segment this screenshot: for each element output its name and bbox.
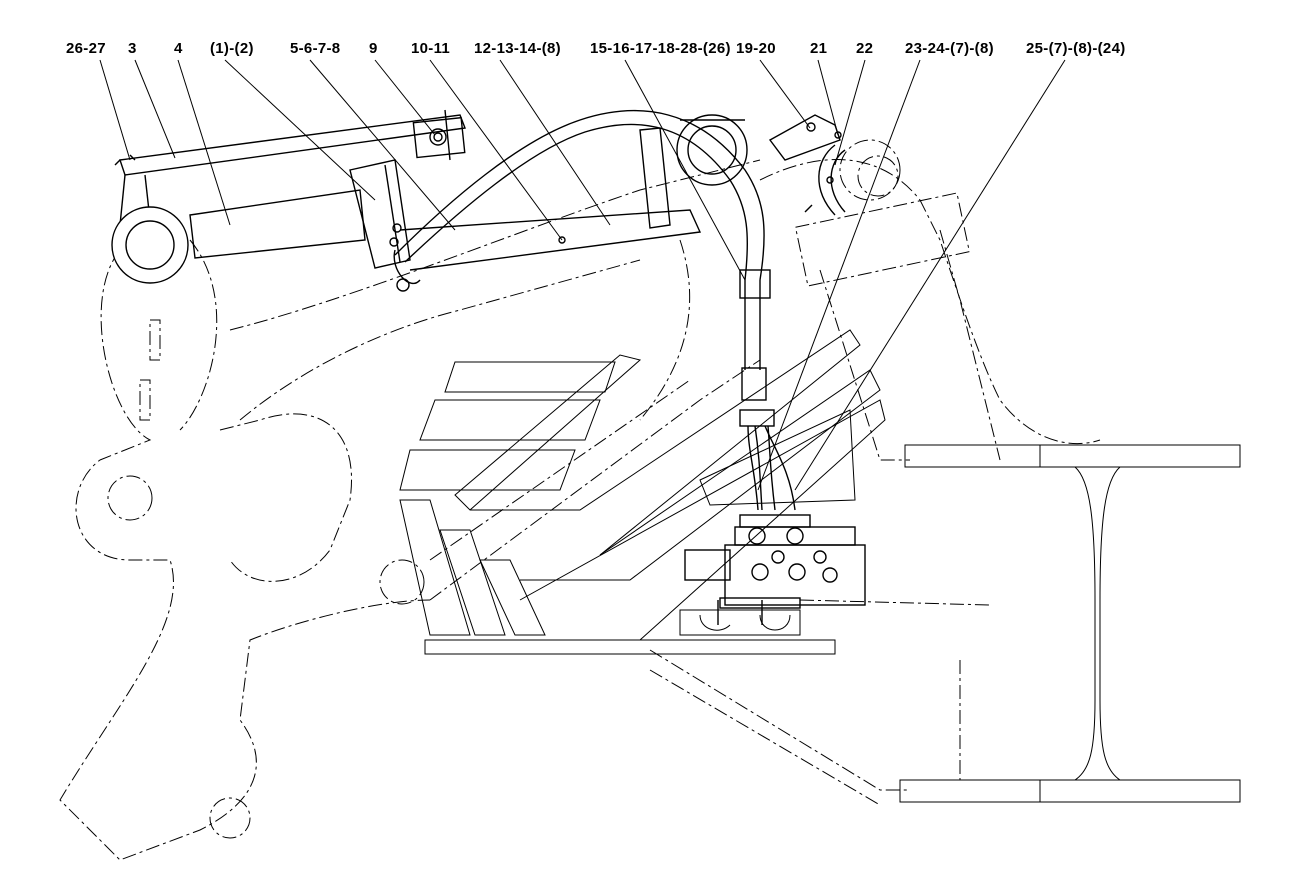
callout-26-27: 26-27 [66, 40, 106, 57]
hydraulic-hoses [394, 110, 796, 511]
callout-22: 22 [856, 40, 873, 57]
callout-12-13-14-8: 12-13-14-(8) [474, 40, 561, 57]
callout-4: 4 [174, 40, 183, 57]
callout-19-20: 19-20 [736, 40, 776, 57]
bracket-assembly [768, 114, 846, 216]
callout-10-11: 10-11 [411, 40, 450, 57]
leader-lines [99, 59, 1066, 491]
callout-labels: 26-27 3 4 (1)-(2) 5-6-7-8 9 10-11 12-13-… [66, 40, 1126, 57]
callout-1-2: (1)-(2) [210, 40, 254, 57]
chevron-plates [399, 329, 886, 641]
callout-9: 9 [369, 40, 378, 57]
frame-beam [794, 192, 1241, 803]
callout-15-16-17-18-28-26: 15-16-17-18-28-(26) [590, 40, 731, 57]
callout-3: 3 [128, 40, 137, 57]
callout-25-7-8-24: 25-(7)-(8)-(24) [1026, 40, 1126, 57]
callout-5-6-7-8: 5-6-7-8 [290, 40, 340, 57]
pivot-roller [676, 114, 748, 186]
valve-block [684, 514, 866, 625]
base-plate [424, 609, 836, 655]
hydraulic-cylinder [111, 109, 702, 292]
callout-21: 21 [810, 40, 827, 57]
callout-23-24-7-8: 23-24-(7)-(8) [905, 40, 994, 57]
